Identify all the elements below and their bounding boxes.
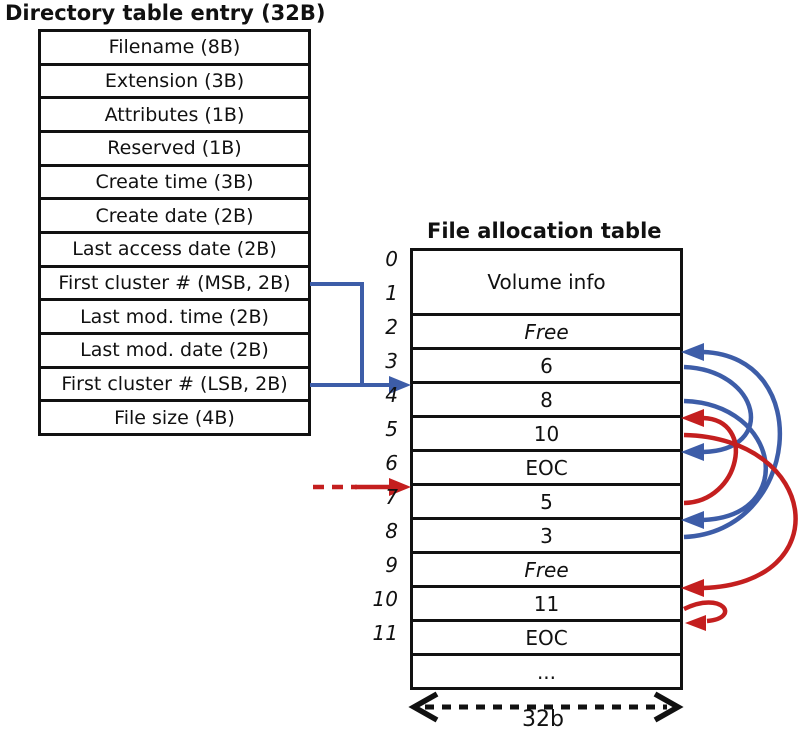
arrowhead-into-11	[685, 615, 706, 631]
fat-cell-4: 8	[413, 384, 680, 418]
directory-row: Attributes (1B)	[41, 99, 308, 134]
directory-row: Create time (3B)	[41, 167, 308, 201]
fat-row-index-8: 8	[385, 519, 398, 543]
cell-width-label: 32b	[522, 707, 564, 732]
directory-row: Reserved (1B)	[41, 133, 308, 167]
width-marker-left-chevron	[408, 691, 439, 723]
red-entry-arrowhead	[389, 478, 411, 496]
fat-row-index-6: 6	[385, 451, 398, 475]
fat-row-index-11: 11	[372, 621, 398, 645]
connector-arrowhead	[389, 376, 411, 394]
directory-row: Filename (8B)	[41, 32, 308, 66]
fat-cell-2: Free	[413, 316, 680, 350]
fat-cell-11: EOC	[413, 622, 680, 656]
fat-cell-6: EOC	[413, 452, 680, 486]
arrowhead-into-6	[681, 443, 704, 461]
directory-row: Last mod. time (2B)	[41, 301, 308, 336]
directory-row: Extension (3B)	[41, 66, 308, 100]
fat-row-index-1: 1	[385, 281, 398, 305]
directory-row: Create date (2B)	[41, 200, 308, 235]
fat-table-title: File allocation table	[427, 219, 662, 243]
fat-row-index-3: 3	[385, 349, 398, 373]
directory-row: Last access date (2B)	[41, 234, 308, 268]
fat-cell-9: Free	[413, 554, 680, 588]
arc-5-to-10	[683, 432, 798, 591]
fat-row-index-4: 4	[385, 383, 398, 407]
fat-row-index-5: 5	[385, 417, 398, 441]
directory-table: Filename (8B)Extension (3B)Attributes (1…	[38, 29, 311, 436]
arc-3-to-6	[683, 364, 754, 455]
fat-row-index-2: 2	[385, 315, 398, 339]
directory-row: First cluster # (MSB, 2B)	[41, 268, 308, 302]
directory-row: File size (4B)	[114, 406, 235, 429]
fat-cell-5: 10	[413, 418, 680, 452]
arrowhead-into-3	[681, 343, 704, 361]
fat-row-index-10: 10	[372, 587, 398, 611]
arc-8-to-3	[683, 349, 783, 540]
fat-row-index-0: 0	[385, 247, 398, 271]
fat-cell-volume-info: Volume info	[413, 251, 680, 316]
width-marker-right-chevron	[653, 691, 684, 723]
arrowhead-into-10	[681, 579, 704, 597]
connector-msb-line	[310, 282, 364, 385]
arrowhead-into-8	[681, 511, 704, 529]
directory-row: First cluster # (LSB, 2B)	[41, 369, 308, 403]
fat-cell-7: 5	[413, 486, 680, 520]
arc-10-to-11	[682, 600, 728, 624]
fat-row-index-7: 7	[385, 485, 398, 509]
arrowhead-into-5	[681, 409, 704, 427]
fat-cell-8: 3	[413, 520, 680, 554]
fat-cell-3: 6	[413, 350, 680, 384]
directory-table-title: Directory table entry (32B)	[5, 1, 326, 25]
fat-row-index-9: 9	[385, 553, 398, 577]
fat-cell-10: 11	[413, 588, 680, 622]
fat-cell-ellipsis: ...	[536, 659, 557, 684]
directory-row: Last mod. date (2B)	[41, 335, 308, 369]
arc-7-to-5	[683, 415, 739, 506]
